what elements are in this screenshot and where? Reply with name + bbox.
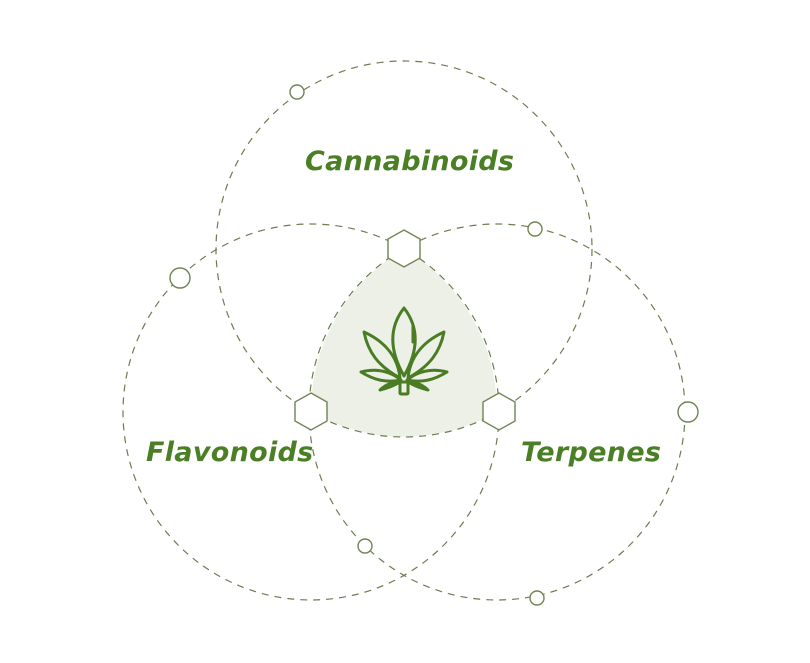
orbit-marker bbox=[289, 84, 305, 100]
orbit-marker bbox=[169, 267, 191, 289]
label-flavonoids: Flavonoids bbox=[146, 437, 314, 468]
hexagon-marker-left bbox=[294, 392, 328, 431]
center-intersection-region bbox=[310, 249, 498, 437]
ring-cannabinoids bbox=[215, 60, 593, 438]
hexagon-marker-top bbox=[387, 229, 421, 268]
orbit-marker bbox=[529, 590, 545, 606]
orbit-marker bbox=[527, 221, 543, 237]
cannabis-leaf-icon bbox=[359, 306, 449, 396]
hexagon-marker-right bbox=[482, 392, 516, 431]
orbit-marker bbox=[357, 538, 373, 554]
orbit-marker bbox=[677, 401, 699, 423]
label-cannabinoids: Cannabinoids bbox=[305, 146, 515, 177]
label-terpenes: Terpenes bbox=[521, 437, 662, 468]
